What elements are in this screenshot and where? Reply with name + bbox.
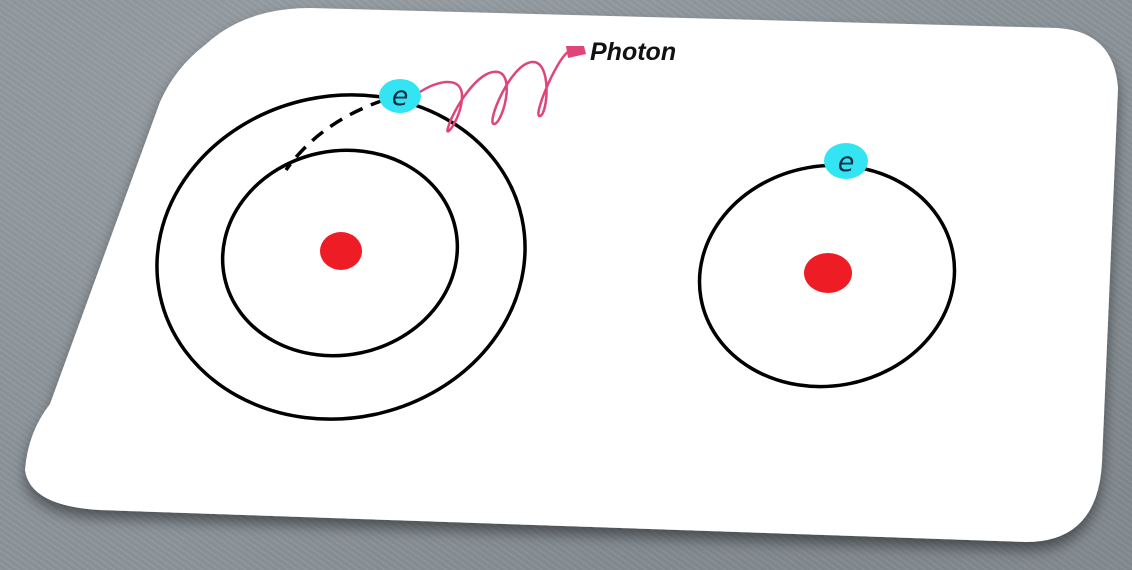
outer-orbit [155,93,527,421]
electron-circle [824,143,868,179]
nucleus [320,232,362,270]
photon-arrowhead [566,46,586,58]
left-electron: e [379,79,421,113]
right-atom: e [697,143,957,389]
nucleus [804,253,852,293]
photon-squiggle [419,48,581,133]
electron-label: e [838,147,855,178]
electron-label: e [392,81,409,112]
orbit [697,163,957,389]
card-panel [25,8,1118,542]
inner-orbit [220,148,460,358]
photon-label: Photon [590,38,676,66]
photon-wave [419,46,586,133]
electron-circle [379,79,421,113]
left-atom [155,93,527,421]
